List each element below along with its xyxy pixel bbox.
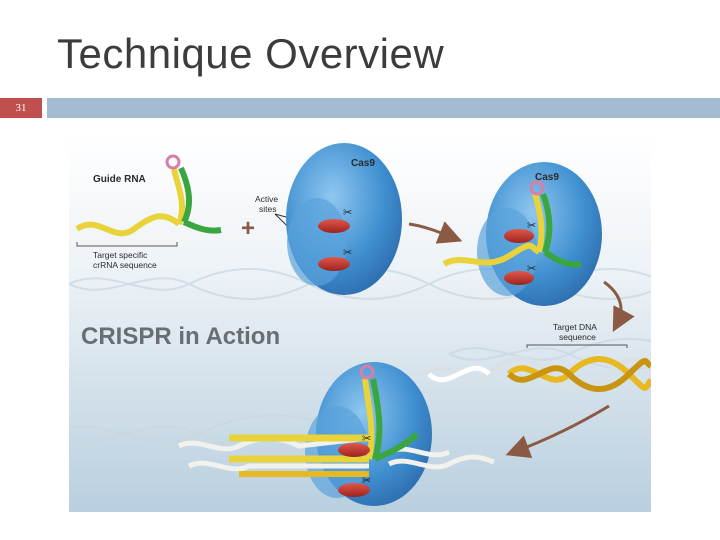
cas9-label-1: Cas9: [351, 158, 375, 169]
target-specific-label-line1: Target specific: [93, 250, 148, 260]
active-sites-label-line1: Active: [255, 194, 278, 204]
cas9-dna-complex: ✂ ✂: [177, 362, 495, 506]
cas9-protein-1: ✂ ✂: [286, 143, 402, 295]
plus-sign: +: [241, 215, 255, 242]
active-sites-label-line2: sites: [259, 204, 276, 214]
arrow-to-cleavage: [505, 404, 610, 459]
guide-rna-graphic: [75, 154, 222, 247]
svg-text:✂: ✂: [362, 475, 371, 487]
title-rule-bar: [47, 98, 720, 118]
svg-text:✂: ✂: [527, 263, 536, 275]
guide-rna-label: Guide RNA: [93, 174, 146, 185]
slide-title: Technique Overview: [57, 30, 445, 77]
svg-text:✂: ✂: [362, 433, 371, 445]
cas9-label-2: Cas9: [535, 172, 559, 183]
crispr-figure: Guide RNA Target specific crRNA sequence…: [69, 134, 651, 512]
target-dna-helix: [427, 356, 651, 392]
svg-text:✂: ✂: [527, 220, 536, 232]
svg-text:✂: ✂: [343, 247, 352, 259]
crispr-heading: CRISPR in Action: [81, 323, 280, 350]
arrow-to-complex: [408, 221, 463, 244]
cas9-protein-2: ✂ ✂: [442, 162, 602, 306]
target-specific-label-line2: crRNA sequence: [93, 260, 157, 270]
slide-number-badge: 31: [0, 98, 42, 118]
arrow-to-target: [603, 280, 635, 332]
svg-text:✂: ✂: [343, 207, 352, 219]
target-dna-label-line2: sequence: [559, 332, 596, 342]
target-dna-label-line1: Target DNA: [553, 322, 597, 332]
